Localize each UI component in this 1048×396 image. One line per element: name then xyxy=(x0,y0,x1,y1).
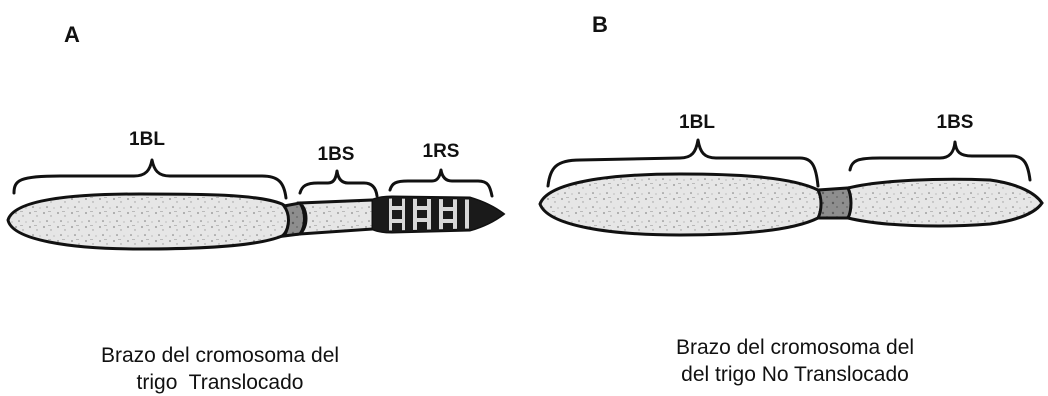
panel-a-label-1bs: 1BS xyxy=(318,144,355,165)
panel-a-label-1rs: 1RS xyxy=(423,141,460,162)
panel-b-arm-1bs xyxy=(848,179,1042,226)
panel-b-caption-line1: Brazo del cromosoma del xyxy=(630,334,960,361)
panel-a-brace-1rs xyxy=(390,170,492,196)
panel-a-label-1bl: 1BL xyxy=(129,129,165,150)
panel-a-chromosome: 1BL 1BS 1RS xyxy=(8,129,505,249)
panel-a-caption: Brazo del cromosoma del trigo Translocad… xyxy=(80,342,360,396)
panel-b-chromosome: 1BL 1BS xyxy=(540,112,1042,235)
panel-a-arm-1bs xyxy=(300,200,373,234)
panel-b-label-1bl: 1BL xyxy=(679,112,715,133)
panel-a-brace-1bs xyxy=(300,171,377,196)
panel-a-rye-bands xyxy=(373,196,505,234)
panel-b-label-1bs: 1BS xyxy=(937,112,974,133)
panel-b-arm-1bl xyxy=(540,174,823,235)
panel-b-caption-line2: del trigo No Translocado xyxy=(630,361,960,388)
panel-a-caption-line1: Brazo del cromosoma del xyxy=(80,342,360,369)
panel-a-caption-line2: trigo Translocado xyxy=(80,369,360,396)
panel-b-caption: Brazo del cromosoma del del trigo No Tra… xyxy=(630,334,960,388)
panel-b-brace-1bs xyxy=(850,142,1030,180)
panel-b-centromere xyxy=(818,188,851,218)
panel-a-arm-1bl xyxy=(8,194,289,249)
panel-a-brace-1bl xyxy=(14,160,286,198)
